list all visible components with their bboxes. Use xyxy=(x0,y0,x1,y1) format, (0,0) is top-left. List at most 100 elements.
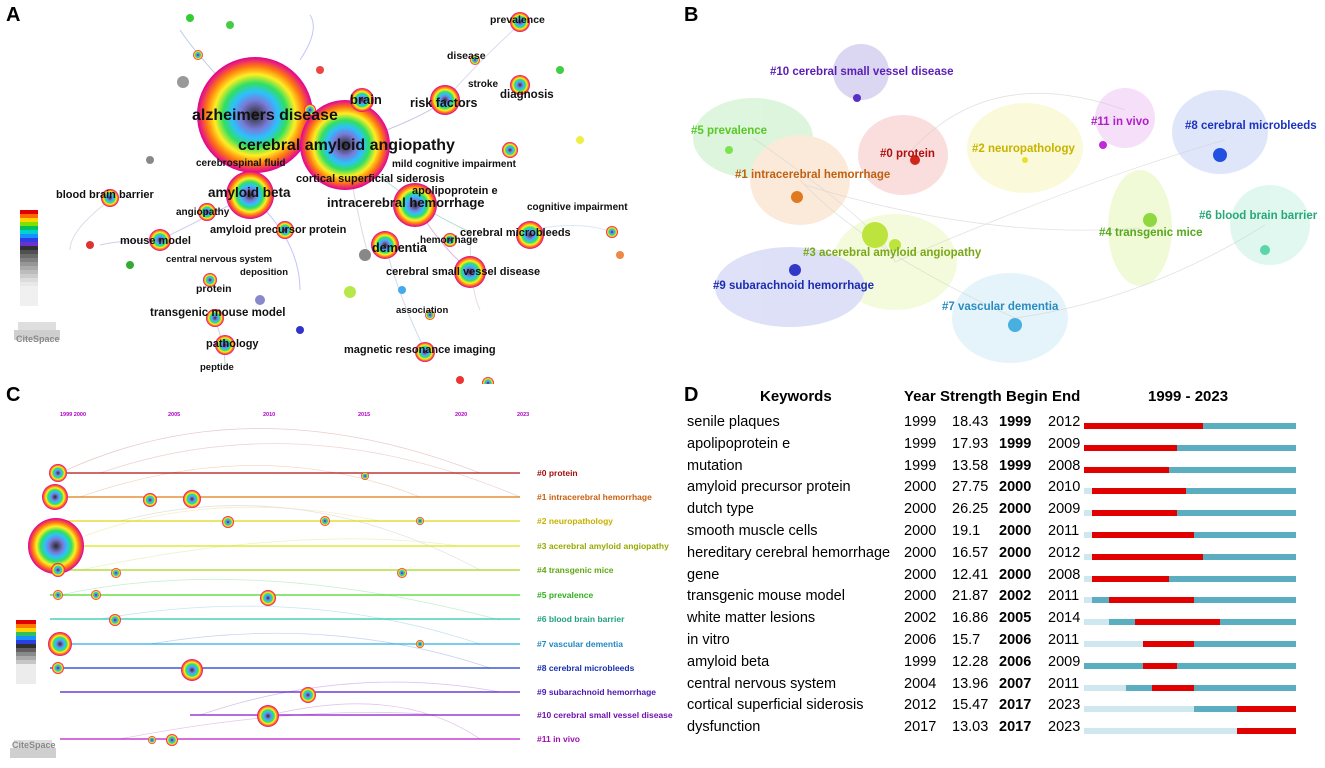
cluster-label: #2 neuropathology xyxy=(972,143,1075,155)
burst-begin: 2000 xyxy=(999,501,1032,518)
burst-year: 2000 xyxy=(904,523,937,539)
network-label: cerebral small vessel disease xyxy=(386,266,540,278)
burst-bar-burst xyxy=(1084,423,1203,429)
burst-bar xyxy=(1084,662,1296,669)
burst-begin: 2006 xyxy=(999,632,1032,648)
panel-label-b: B xyxy=(684,4,699,26)
burst-bar-post xyxy=(1194,532,1296,538)
panel-label-d: D xyxy=(684,384,699,406)
timeline-c-labels: #0 protein #1 intracerebral hemorrhage #… xyxy=(537,468,673,744)
year-tick: 2023 xyxy=(517,412,529,418)
timeline-cluster-label: #4 transgenic mice xyxy=(537,565,614,575)
burst-keyword: senile plaques xyxy=(687,414,780,430)
burst-end: 2008 xyxy=(1048,457,1081,474)
burst-bar-burst xyxy=(1134,619,1220,626)
burst-begin: 2005 xyxy=(999,610,1032,627)
network-label: brain xyxy=(350,92,382,107)
network-label: amyloid precursor protein xyxy=(210,224,347,236)
panel-label-a: A xyxy=(6,4,21,26)
network-a-labels: alzheimers disease cerebral amyloid angi… xyxy=(56,14,628,373)
burst-bar-post xyxy=(1168,466,1296,473)
col-header-keywords: Keywords xyxy=(760,388,832,405)
col-header-strength: Strength xyxy=(940,388,1002,405)
timeline-cluster-label: #8 cerebral microbleeds xyxy=(537,663,635,673)
network-label: intracerebral hemorrhage xyxy=(327,195,485,210)
network-label: cognitive impairment xyxy=(527,202,628,213)
burst-year: 1999 xyxy=(904,414,937,430)
cluster-b-labels: #10 cerebral small vessel disease #5 pre… xyxy=(691,66,1318,313)
timeline-c: 1999 2000 2005 2010 2015 2020 2023 xyxy=(10,412,673,758)
burst-bar xyxy=(1084,575,1296,582)
cluster-label: #5 prevalence xyxy=(691,125,767,137)
network-label: risk factors xyxy=(410,96,477,110)
burst-bar-before xyxy=(1084,684,1127,691)
burst-begin: 2006 xyxy=(999,653,1032,670)
burst-bar xyxy=(1084,728,1296,735)
timeline-cluster-label: #1 intracerebral hemorrhage xyxy=(537,492,652,502)
burst-keyword: hereditary cerebral hemorrhage xyxy=(687,544,891,561)
burst-bar-pre xyxy=(1126,684,1152,691)
burst-year: 2002 xyxy=(904,610,937,627)
burst-begin: 2000 xyxy=(999,566,1032,583)
burst-bar-post xyxy=(1177,510,1296,517)
burst-year: 2006 xyxy=(904,632,937,648)
burst-bar-before xyxy=(1084,510,1093,517)
burst-strength: 16.57 xyxy=(952,544,989,561)
burst-strength: 27.75 xyxy=(952,479,989,496)
network-nodes xyxy=(86,12,624,384)
burst-end: 2011 xyxy=(1048,675,1080,692)
timeline-cluster-label: #11 in vivo xyxy=(537,734,580,744)
network-label: mouse model xyxy=(120,235,191,247)
timeline-cluster-label: #2 neuropathology xyxy=(537,516,613,526)
burst-bar-before xyxy=(1084,575,1093,582)
network-label: dementia xyxy=(372,241,428,255)
network-label: disease xyxy=(447,50,486,62)
burst-keyword: transgenic mouse model xyxy=(687,588,845,605)
burst-strength: 15.7 xyxy=(952,632,981,648)
burst-year: 1999 xyxy=(904,457,937,474)
network-label: magnetic resonance imaging xyxy=(344,344,496,356)
year-tick: 2010 xyxy=(263,412,275,418)
citespace-logo-text: CiteSpace xyxy=(12,740,56,750)
timeline-cluster-label: #6 blood brain barrier xyxy=(537,614,625,624)
burst-year: 2012 xyxy=(904,697,937,714)
burst-bar xyxy=(1084,706,1296,713)
burst-end: 2023 xyxy=(1048,697,1081,714)
burst-end: 2009 xyxy=(1048,653,1081,670)
cluster-label: #9 subarachnoid hemorrhage xyxy=(713,280,874,292)
year-tick: 1999 2000 xyxy=(60,412,86,418)
network-label: peptide xyxy=(200,362,234,373)
burst-bar-post xyxy=(1185,488,1296,495)
burst-bar xyxy=(1084,510,1296,517)
cluster-hulls xyxy=(693,44,1310,363)
cluster-label: #7 vascular dementia xyxy=(942,301,1059,313)
network-label: diagnosis xyxy=(500,89,554,101)
cluster-label: #6 blood brain barrier xyxy=(1199,210,1318,222)
burst-bar-post xyxy=(1168,575,1296,582)
cluster-label: #10 cerebral small vessel disease xyxy=(770,66,954,78)
burst-begin: 2002 xyxy=(999,588,1032,605)
burst-year: 2004 xyxy=(904,675,937,692)
network-label: cortical superficial siderosis xyxy=(296,173,445,185)
timeline-cluster-label: #3 acerebral amyloid angiopathy xyxy=(537,541,669,551)
burst-bar-burst xyxy=(1151,684,1195,691)
burst-bar-burst xyxy=(1084,466,1169,473)
cluster-label: #11 in vivo xyxy=(1091,116,1149,128)
burst-bar-pre xyxy=(1109,619,1135,626)
network-label: prevalence xyxy=(490,14,545,26)
burst-end: 2008 xyxy=(1048,566,1081,583)
burst-bar-pre xyxy=(1194,706,1237,713)
cluster-label: #8 cerebral microbleeds xyxy=(1185,120,1317,132)
burst-year: 2000 xyxy=(904,501,937,518)
network-label: angiopathy xyxy=(176,207,230,218)
